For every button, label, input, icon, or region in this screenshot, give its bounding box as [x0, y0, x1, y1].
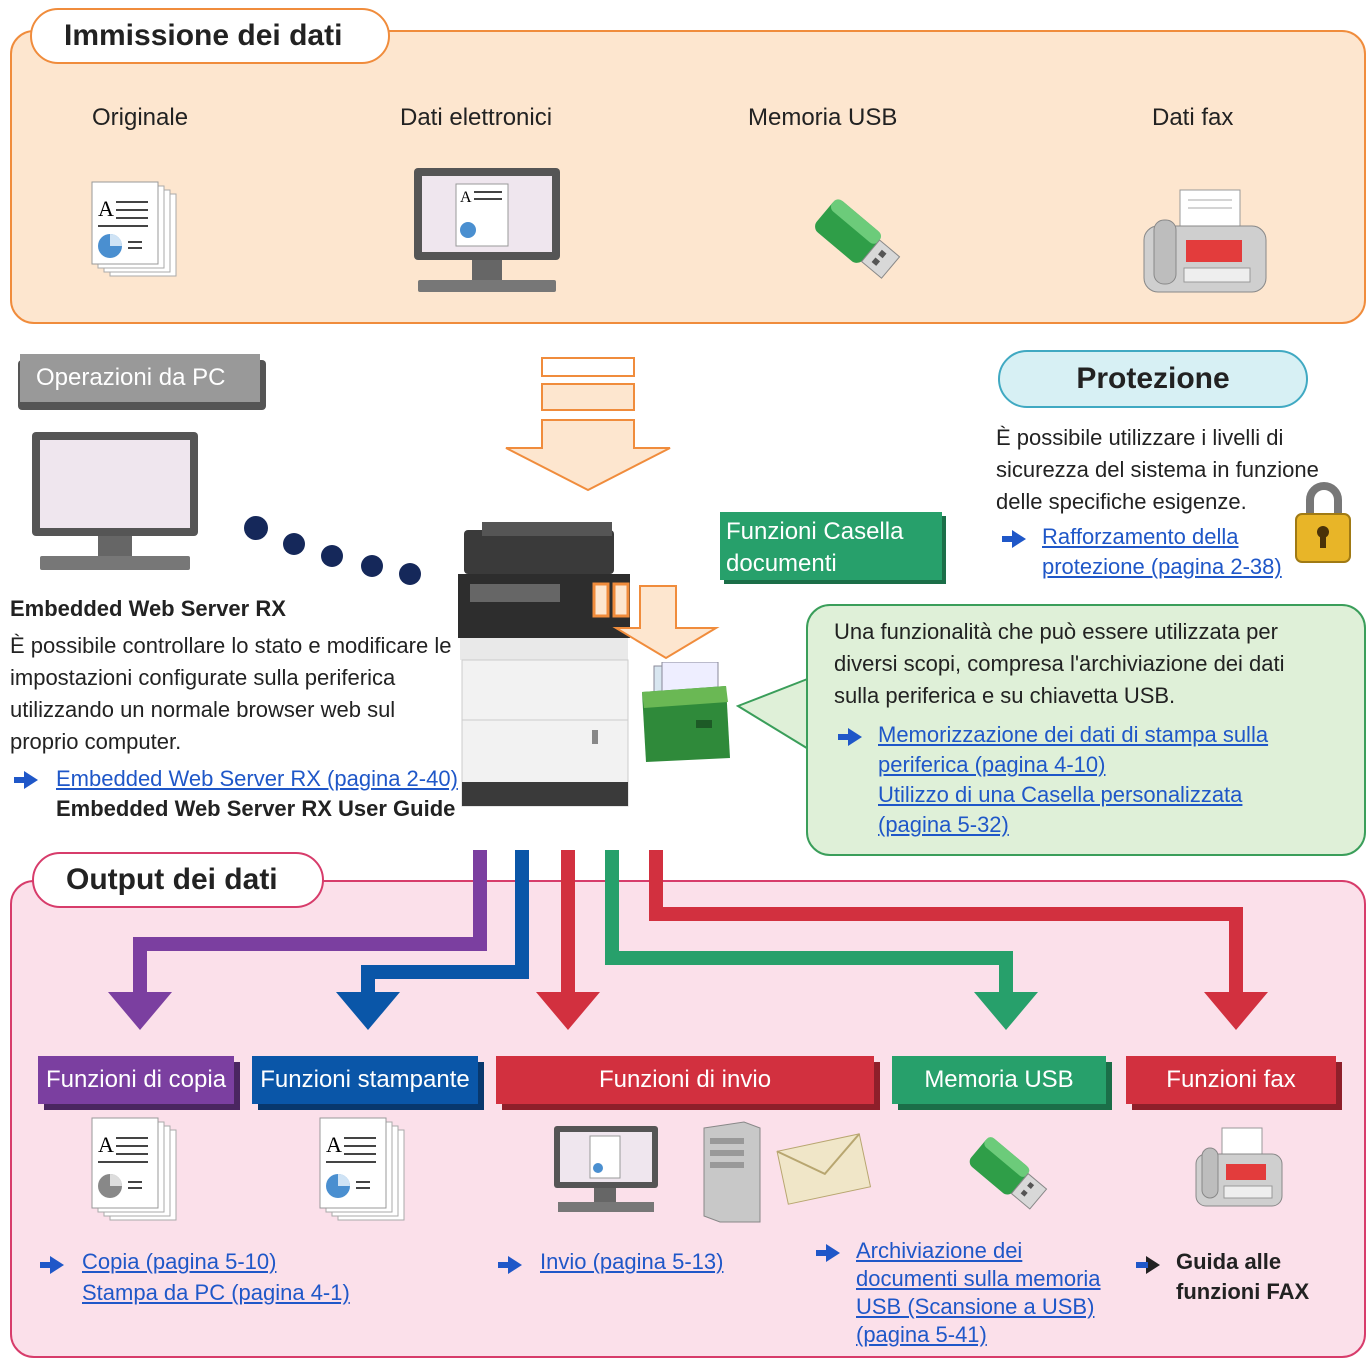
print-pc-link[interactable]: Stampa da PC (pagina 4-1): [82, 1280, 350, 1305]
usb-output-icon: [969, 1137, 1048, 1210]
usb-link-3[interactable]: USB (Scansione a USB): [856, 1294, 1095, 1319]
send-functions-button[interactable]: Funzioni di invio: [496, 1056, 874, 1104]
print-document-icon: A: [319, 1117, 405, 1221]
pc-monitor-icon: [32, 432, 198, 570]
fax-guide-1: Guida alle: [1176, 1249, 1282, 1274]
arrow-icon: [838, 728, 862, 746]
svg-text:A: A: [98, 196, 114, 221]
copy-functions-button[interactable]: Funzioni di copia: [38, 1056, 234, 1104]
send-monitor-icon: [554, 1126, 658, 1212]
copy-document-icon: A: [91, 1117, 177, 1221]
connection-dots: [244, 516, 421, 585]
box-text-1: Una funzionalità che può essere utilizza…: [834, 619, 1278, 644]
svg-text:A: A: [98, 1132, 114, 1157]
protection-text-1: È possibile utilizzare i livelli di: [996, 425, 1284, 450]
ews-link[interactable]: Embedded Web Server RX (pagina 2-40): [56, 766, 458, 791]
input-title: Immissione dei dati: [30, 8, 390, 64]
padlock-icon: [1295, 482, 1351, 563]
box-link-1[interactable]: Memorizzazione dei dati di stampa sulla: [878, 722, 1269, 747]
bubble-pointer: [736, 677, 811, 751]
arrow-icon: [14, 771, 38, 789]
send-link[interactable]: Invio (pagina 5-13): [540, 1249, 724, 1274]
usb-memory-button[interactable]: Memoria USB: [892, 1056, 1106, 1104]
fax-machine-icon: [1143, 189, 1267, 293]
arrow-icon: [40, 1256, 64, 1274]
copy-link[interactable]: Copia (pagina 5-10): [82, 1249, 277, 1274]
box-link-4[interactable]: (pagina 5-32): [878, 812, 1009, 837]
box-link-2[interactable]: periferica (pagina 4-10): [878, 752, 1106, 777]
ews-text-3: utilizzando un normale browser web sul: [10, 697, 396, 722]
pc-ops-label: Operazioni da PC: [20, 354, 260, 402]
box-link-3[interactable]: Utilizzo di una Casella personalizzata: [878, 782, 1243, 807]
ews-text-4: proprio computer.: [10, 729, 182, 754]
arrow-icon: [1136, 1256, 1160, 1274]
ews-text-1: È possibile controllare lo stato e modif…: [10, 633, 452, 658]
box-label-line-2: documenti: [726, 550, 837, 577]
protection-text-2: sicurezza del sistema in funzione: [996, 457, 1319, 482]
ews-heading: Embedded Web Server RX: [10, 596, 286, 621]
box-text-2: diversi scopi, compresa l'archiviazione …: [834, 651, 1285, 676]
usb-link-4[interactable]: (pagina 5-41): [856, 1322, 987, 1347]
usb-link-1[interactable]: Archiviazione dei: [856, 1238, 1023, 1263]
server-icon: [703, 1121, 761, 1223]
fax-guide-2: funzioni FAX: [1176, 1279, 1310, 1304]
protection-link-2[interactable]: protezione (pagina 2-38): [1042, 554, 1282, 579]
ews-text-2: impostazioni configurate sulla periferic…: [10, 665, 396, 690]
input-label-fax: Dati fax: [1152, 104, 1234, 131]
box-text-3: sulla periferica e su chiavetta USB.: [834, 683, 1176, 708]
document-box-icon: [642, 662, 730, 762]
input-label-electronic: Dati elettronici: [400, 104, 553, 131]
ews-guide: Embedded Web Server RX User Guide: [56, 796, 456, 821]
arrow-icon: [816, 1244, 840, 1262]
document-stack-icon: A: [91, 181, 177, 277]
input-panel: [10, 30, 1366, 324]
arrow-icon: [498, 1256, 522, 1274]
box-function-label: Funzioni Casella documenti: [720, 512, 942, 580]
svg-text:A: A: [326, 1132, 342, 1157]
fax-functions-button[interactable]: Funzioni fax: [1126, 1056, 1336, 1104]
protection-text-3: delle specifiche esigenze.: [996, 489, 1247, 514]
svg-text:A: A: [460, 189, 472, 206]
usb-drive-icon: [815, 199, 901, 279]
fax-output-icon: [1195, 1127, 1283, 1207]
protection-title: Protezione: [998, 350, 1308, 408]
box-label-line-1: Funzioni Casella: [726, 518, 904, 545]
box-flow-arrow: [592, 582, 720, 660]
usb-link-2[interactable]: documenti sulla memoria: [856, 1266, 1101, 1291]
input-flow-arrow: [505, 357, 671, 492]
monitor-icon: A: [414, 168, 560, 292]
box-info-bubble: [806, 604, 1366, 856]
input-label-original: Originale: [92, 104, 189, 131]
output-flow-lines: [108, 850, 1268, 1030]
arrow-icon: [1002, 530, 1026, 548]
protection-link-1[interactable]: Rafforzamento della: [1042, 524, 1239, 549]
envelope-icon: [776, 1133, 872, 1205]
output-title: Output dei dati: [32, 852, 324, 908]
mfp-printer-icon: [458, 522, 630, 807]
input-label-usb: Memoria USB: [748, 104, 898, 131]
printer-functions-button[interactable]: Funzioni stampante: [252, 1056, 478, 1104]
